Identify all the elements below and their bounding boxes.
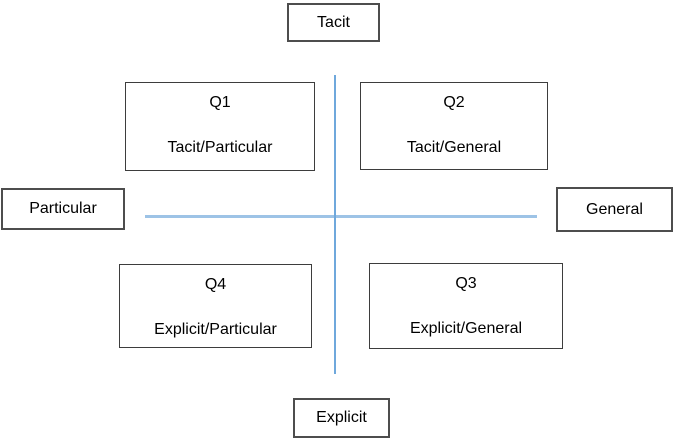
axis-label-general: General	[556, 187, 673, 232]
quadrant-q4-title: Q4	[204, 276, 227, 293]
axis-label-particular-text: Particular	[29, 200, 97, 217]
quadrant-box-q3: Q3 Explicit/General	[369, 263, 563, 349]
quadrant-box-q4: Q4 Explicit/Particular	[119, 264, 312, 348]
axis-label-tacit-text: Tacit	[317, 13, 350, 31]
quadrant-q2-title: Q2	[443, 94, 465, 111]
quadrant-box-q2: Q2 Tacit/General	[360, 82, 548, 170]
vertical-axis-line	[334, 75, 336, 374]
quadrant-q1-title: Q1	[209, 94, 231, 111]
axis-label-particular: Particular	[1, 188, 125, 230]
axis-label-general-text: General	[586, 200, 643, 218]
axis-label-explicit-text: Explicit	[316, 409, 367, 426]
quadrant-q3-label: Explicit/General	[409, 320, 523, 337]
horizontal-axis-line	[145, 215, 537, 218]
axis-label-explicit: Explicit	[293, 398, 390, 438]
quadrant-q2-label: Tacit/General	[406, 139, 502, 156]
axis-label-tacit: Tacit	[287, 3, 380, 42]
quadrant-q3-title: Q3	[455, 275, 477, 292]
quadrant-box-q1: Q1 Tacit/Particular	[125, 82, 315, 171]
quadrant-q4-label: Explicit/Particular	[154, 321, 277, 338]
quadrant-q1-label: Tacit/Particular	[167, 139, 273, 156]
